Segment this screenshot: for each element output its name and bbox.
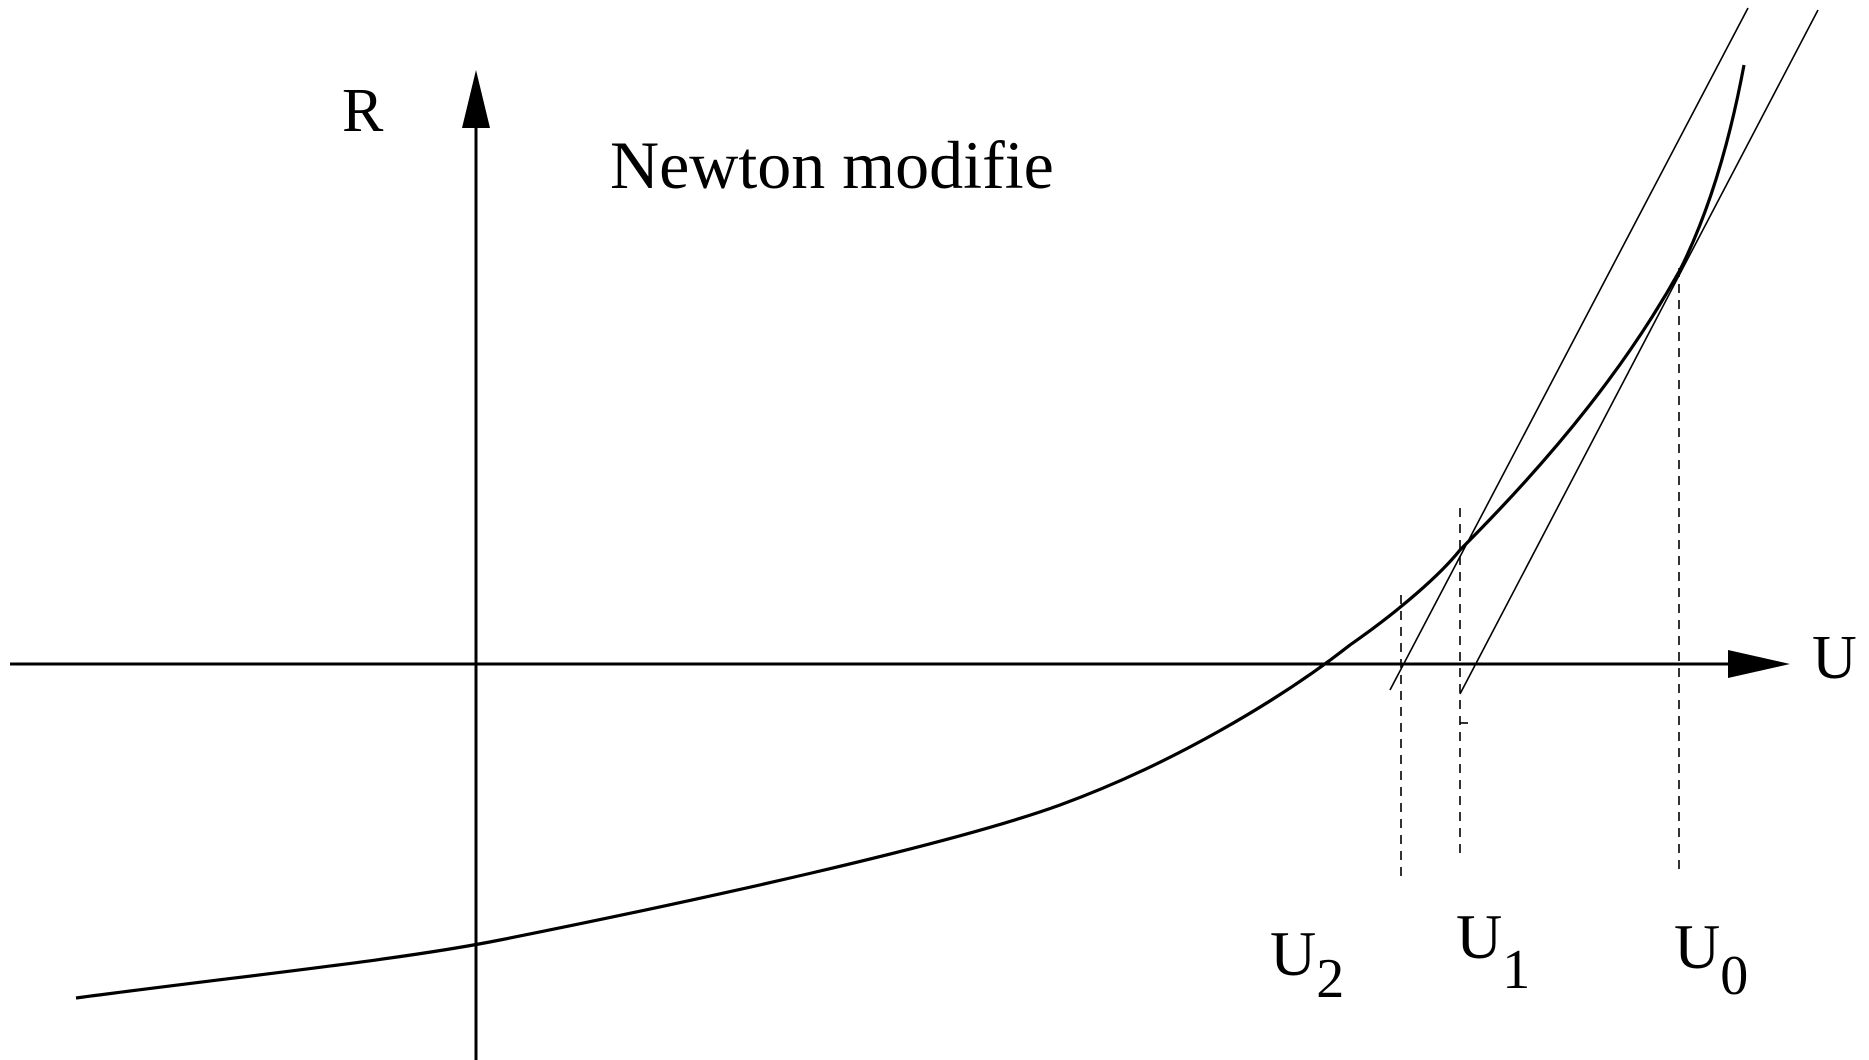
parallel-line-u1 xyxy=(1389,7,1749,691)
u0-label: U0 xyxy=(1674,911,1748,1007)
y-axis-label: R xyxy=(342,77,384,145)
x-axis-arrowhead xyxy=(1728,650,1790,678)
residual-curve xyxy=(75,64,1746,1000)
u2-label: U2 xyxy=(1270,918,1344,1010)
y-axis-arrowhead xyxy=(462,70,490,128)
x-axis-label: U xyxy=(1812,624,1857,692)
u1-label: U1 xyxy=(1456,901,1530,1001)
diagram-title: Newton modifie xyxy=(610,127,1054,203)
tangent-line-u0 xyxy=(1459,9,1819,695)
